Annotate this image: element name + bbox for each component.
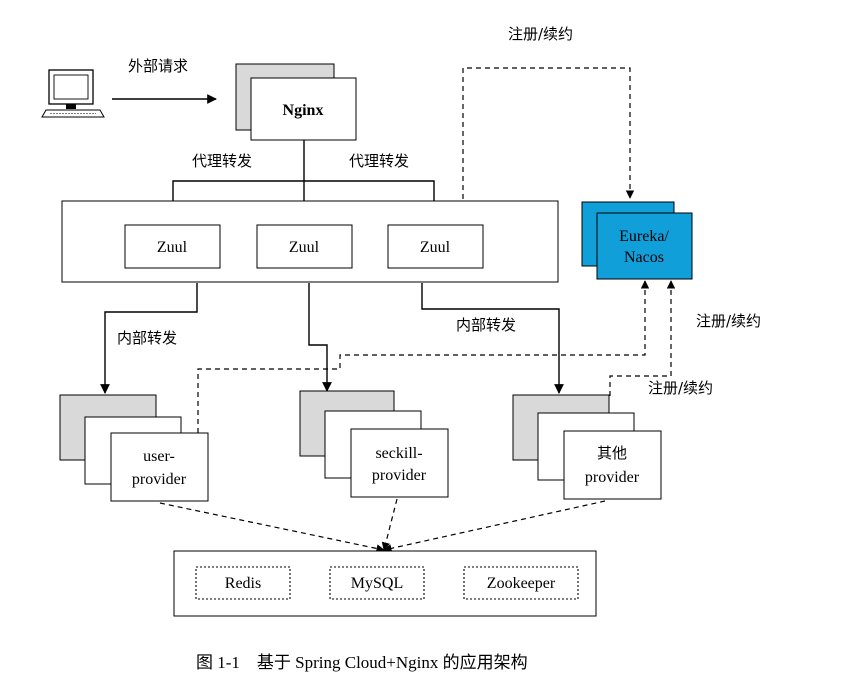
zookeeper-label: Zookeeper	[487, 575, 556, 592]
zuul-box-2: Zuul	[256, 224, 353, 269]
mysql-label: MySQL	[351, 575, 403, 592]
nginx-box: Nginx	[235, 63, 357, 141]
computer-icon	[41, 69, 105, 118]
eureka-label-line2: Nacos	[624, 249, 664, 266]
zuul-label-1: Zuul	[157, 239, 188, 256]
seckill-provider-stack: seckill- provider	[299, 390, 449, 498]
eureka-label-line1: Eureka/	[619, 228, 669, 245]
register-line-top	[462, 67, 635, 199]
eureka-nacos-box: Eureka/ Nacos	[581, 201, 693, 280]
storage-arrow-seckill	[381, 498, 398, 551]
register-label-mid: 注册/续约	[696, 312, 761, 330]
register-line-other	[609, 280, 676, 396]
storage-arrow-other	[383, 500, 606, 553]
register-label-low: 注册/续约	[648, 379, 713, 397]
zuul-box-1: Zuul	[124, 224, 221, 269]
other-provider-label-line2: provider	[585, 469, 640, 486]
internal-label-right: 内部转发	[456, 316, 516, 334]
figure-caption: 图 1-1 基于 Spring Cloud+Nginx 的应用架构	[196, 653, 528, 672]
zuul-box-3: Zuul	[387, 224, 484, 269]
internal-arrow-mid	[308, 283, 332, 392]
other-provider-stack: 其他 provider	[512, 394, 662, 500]
user-provider-label-line1: user-	[143, 448, 175, 465]
nginx-label: Nginx	[283, 102, 324, 119]
seckill-provider-label-line1: seckill-	[375, 445, 422, 462]
proxy-label-left: 代理转发	[192, 152, 252, 170]
internal-arrow-right	[421, 283, 564, 394]
user-provider-label-line2: provider	[132, 471, 187, 488]
zuul-label-3: Zuul	[420, 239, 451, 256]
redis-label: Redis	[225, 575, 261, 592]
zookeeper-box: Zookeeper	[463, 566, 579, 600]
proxy-label-right: 代理转发	[349, 152, 409, 170]
internal-label-left: 内部转发	[117, 329, 177, 347]
storage-arrow-user	[159, 502, 385, 553]
redis-box: Redis	[195, 566, 291, 600]
external-request-label: 外部请求	[128, 57, 188, 75]
mysql-box: MySQL	[329, 566, 425, 600]
zuul-label-2: Zuul	[289, 239, 320, 256]
other-provider-label-line1: 其他	[597, 444, 627, 462]
seckill-provider-label-line2: provider	[372, 467, 427, 484]
internal-arrow-left	[100, 283, 198, 394]
register-label-top: 注册/续约	[508, 25, 573, 43]
user-provider-stack: user- provider	[59, 394, 209, 502]
